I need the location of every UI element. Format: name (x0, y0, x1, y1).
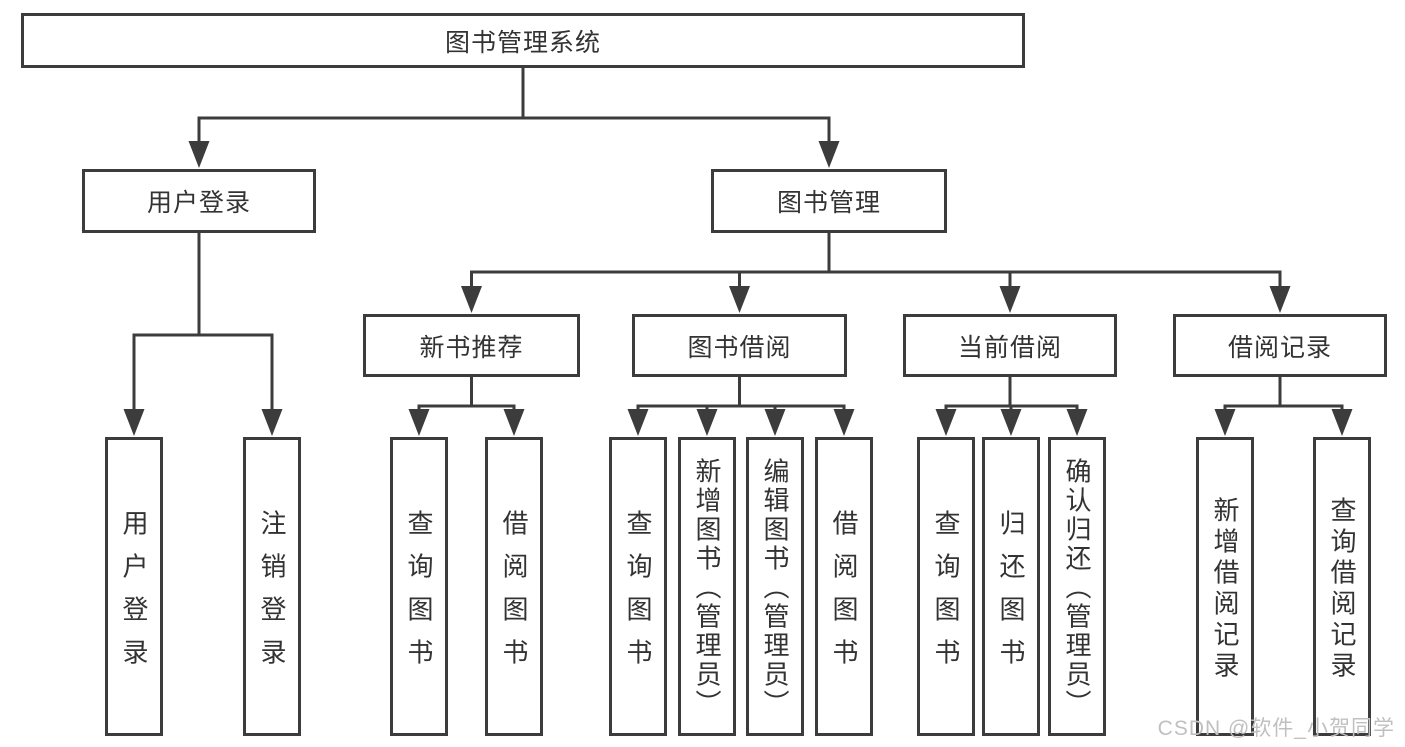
node-label: 借阅图书 (829, 509, 859, 681)
node-library-management-system: 图书管理系统 (21, 13, 1025, 68)
arrowhead-icon (833, 409, 855, 436)
node-label: 图书管理系统 (444, 28, 601, 57)
arrowhead-icon (696, 409, 718, 436)
node-label: 借阅记录 (1227, 333, 1332, 362)
node-user-login: 用户登录 (82, 169, 316, 233)
leaf-query-books: 查询图书 (609, 437, 667, 736)
node-label: 新增借阅记录 (1210, 496, 1240, 682)
leaf-edit-books-admin: 编辑图书（管理员） (746, 437, 804, 736)
node-label: 新增图书（管理员） (692, 457, 722, 719)
arrowhead-icon (261, 409, 283, 436)
leaf-add-borrow-record: 新增借阅记录 (1196, 437, 1254, 736)
node-label: 借阅图书 (499, 509, 529, 681)
leaf-user-login: 用户登录 (105, 437, 163, 736)
node-borrowing-records: 借阅记录 (1173, 314, 1387, 377)
leaf-confirm-return-admin: 确认归还（管理员） (1048, 437, 1106, 736)
leaf-borrow-books: 借阅图书 (485, 437, 543, 736)
arrowhead-icon (123, 409, 145, 436)
node-label: 当前借阅 (957, 333, 1062, 362)
node-label: 注销登录 (257, 509, 287, 681)
arrowhead-icon (729, 286, 750, 313)
leaf-query-borrow-record: 查询借阅记录 (1313, 437, 1371, 736)
leaf-logout: 注销登录 (243, 437, 301, 736)
leaf-query-books: 查询图书 (917, 437, 975, 736)
node-label: 查询图书 (404, 509, 434, 681)
node-label: 确认归还（管理员） (1062, 457, 1092, 719)
node-label: 查询图书 (623, 509, 653, 681)
arrowhead-icon (818, 141, 840, 168)
arrowhead-icon (461, 286, 482, 313)
leaf-query-books: 查询图书 (390, 437, 448, 736)
node-label: 图书管理 (776, 189, 881, 217)
node-label: 用户登录 (119, 509, 149, 681)
node-current-borrowing: 当前借阅 (903, 314, 1117, 377)
leaf-return-books: 归还图书 (982, 437, 1040, 736)
arrowhead-icon (408, 409, 430, 436)
arrowhead-icon (935, 409, 957, 436)
arrowhead-icon (1066, 409, 1088, 436)
leaf-borrow-books: 借阅图书 (815, 437, 873, 736)
arrowhead-icon (999, 286, 1021, 313)
arrowhead-icon (1331, 409, 1353, 436)
arrowhead-icon (503, 409, 525, 436)
node-label: 查询借阅记录 (1327, 496, 1357, 682)
node-label: 新书推荐 (419, 333, 524, 362)
arrowhead-icon (1214, 409, 1236, 436)
node-book-management: 图书管理 (711, 169, 947, 233)
node-label: 图书借阅 (687, 333, 792, 362)
csdn-watermark: CSDN @软件_小贺同学 (1157, 717, 1395, 740)
node-new-book-recommendation: 新书推荐 (363, 314, 580, 377)
arrowhead-icon (764, 409, 786, 436)
arrowhead-icon (1269, 286, 1291, 313)
node-label: 用户登录 (146, 189, 251, 217)
node-book-borrowing: 图书借阅 (632, 314, 847, 377)
arrowhead-icon (627, 409, 649, 436)
arrowhead-icon (188, 141, 210, 168)
leaf-add-books-admin: 新增图书（管理员） (678, 437, 736, 736)
node-label: 编辑图书（管理员） (760, 457, 790, 719)
arrowhead-icon (1000, 409, 1022, 436)
node-label: 查询图书 (931, 509, 961, 681)
node-label: 归还图书 (996, 509, 1026, 681)
